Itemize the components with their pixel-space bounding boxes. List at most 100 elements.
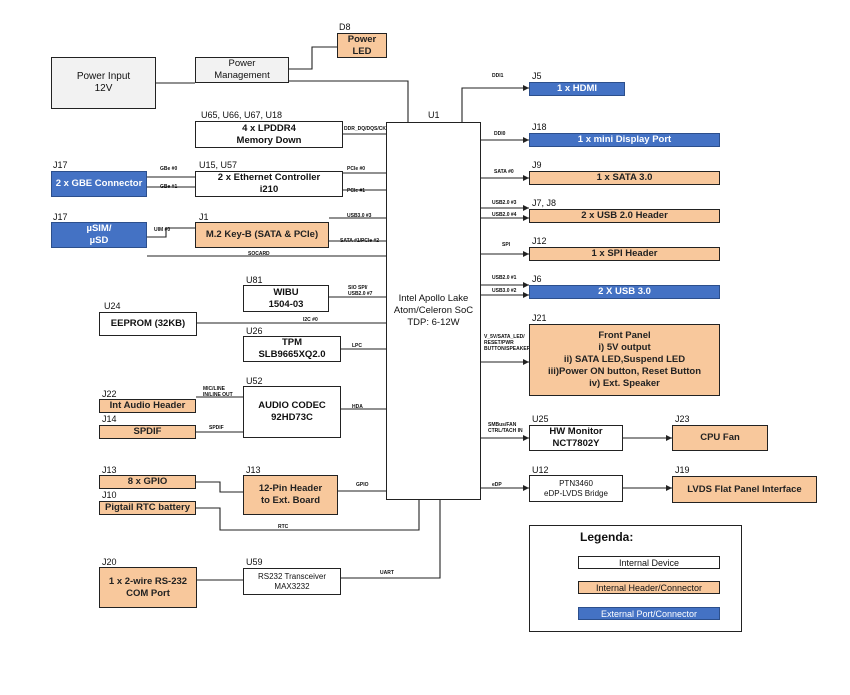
sig-gpio: GPIO: [356, 482, 369, 488]
power-input-line2: 12V: [94, 83, 113, 94]
front-panel-block: Front Panel i) 5V output ii) SATA LED,Su…: [529, 324, 720, 396]
power-input-line1: Power Input: [76, 71, 131, 82]
com-port-block: 1 x 2-wire RS-232 COM Port: [99, 567, 197, 608]
hwm-ref: U25: [532, 414, 549, 424]
spdif-label: SPDIF: [133, 426, 162, 437]
sig-sio-line1: SIO SPI/: [348, 285, 368, 291]
soc-line3: TDP: 6-12W: [407, 317, 460, 328]
mdp-label: 1 x mini Display Port: [577, 134, 672, 145]
ptn-ref: U12: [532, 465, 549, 475]
hdr12-line2: to Ext. Board: [260, 495, 321, 506]
fp-ref: J21: [532, 313, 547, 323]
memory-line2: Memory Down: [236, 134, 302, 146]
wibu-line2: 1504-03: [268, 298, 304, 310]
tpm-ref: U26: [246, 326, 263, 336]
legend-external-port: External Port/Connector: [578, 607, 720, 620]
edp-lvds-bridge-block: PTN3460 eDP-LVDS Bridge: [529, 475, 623, 502]
soc-line2: Atom/Celeron SoC: [393, 305, 474, 316]
wibu-block: WIBU 1504-03: [243, 285, 329, 312]
int-audio-header-block: Int Audio Header: [99, 399, 196, 413]
int-audio-label: Int Audio Header: [109, 400, 186, 411]
d8-ref: D8: [339, 22, 351, 32]
com-line2: COM Port: [126, 587, 170, 599]
usb2-header-block: 2 x USB 2.0 Header: [529, 209, 720, 223]
soc-ref: U1: [428, 110, 440, 120]
sig-pcie1: PCIe #1: [347, 188, 366, 194]
usb3-block: 2 X USB 3.0: [529, 285, 720, 299]
power-led-block: Power LED: [337, 33, 387, 58]
rs232-line1: RS232 Transceiver: [257, 571, 327, 581]
fp-line1: Front Panel: [598, 330, 651, 341]
sig-fp-line1: V_5V/SATA_LED/: [484, 334, 525, 340]
ethernet-line2: i210: [259, 184, 279, 195]
legend-title: Legenda:: [580, 530, 634, 544]
eeprom-label: EEPROM (32KB): [110, 318, 186, 329]
hwm-line1: HW Monitor: [549, 426, 603, 437]
power-led-line2: LED: [352, 45, 372, 57]
sata-block: 1 x SATA 3.0: [529, 171, 720, 185]
sig-hda: HDA: [352, 404, 363, 410]
gpio-ref: J13: [102, 465, 117, 475]
audio-codec-block: AUDIO CODEC 92HD73C: [243, 386, 341, 438]
memory-ref: U65, U66, U67, U18: [201, 110, 283, 120]
legend-internal-header: Internal Header/Connector: [578, 581, 720, 594]
usb3-ref: J6: [532, 274, 542, 284]
cpu-fan-block: CPU Fan: [672, 425, 768, 451]
sig-front-panel: V_5V/SATA_LED/ RESET/PWR BUTTON/SPEAKER: [484, 334, 530, 352]
sig-fp-line2: RESET/PWR: [484, 340, 514, 346]
codec-line2: 92HD73C: [271, 412, 313, 423]
gbe-ref: J17: [53, 160, 68, 170]
fan-ref: J23: [675, 414, 690, 424]
legend: Legenda: Internal Device Internal Header…: [529, 525, 742, 632]
soc-block: Intel Apollo Lake Atom/Celeron SoC TDP: …: [386, 122, 481, 500]
mini-displayport-block: 1 x mini Display Port: [529, 133, 720, 147]
power-management-line1: Power: [228, 58, 256, 69]
sig-spdif: SPDIF: [209, 425, 224, 431]
spi-header-block: 1 x SPI Header: [529, 247, 720, 261]
power-management-block: Power Management: [195, 57, 289, 83]
codec-line1: AUDIO CODEC: [258, 400, 326, 411]
gbe-connector-label: 2 x GBE Connector: [55, 178, 143, 189]
rtc-battery-block: Pigtail RTC battery: [99, 501, 196, 515]
sata-ref: J9: [532, 160, 542, 170]
audio-ref: J22: [102, 389, 117, 399]
wibu-line1: WIBU: [273, 286, 299, 298]
usb2-label: 2 x USB 2.0 Header: [581, 210, 668, 221]
sig-smbus-line1: SMBus/FAN: [488, 422, 517, 428]
rtc-ref: J10: [102, 490, 117, 500]
sig-i2c: I2C #0: [303, 317, 318, 323]
gpio-block: 8 x GPIO: [99, 475, 196, 489]
sig-sata0: SATA #0: [494, 169, 514, 175]
wibu-ref: U81: [246, 275, 263, 285]
sig-spi: SPI: [502, 242, 511, 248]
sig-socard: SOCARD: [248, 251, 270, 257]
com-ref: J20: [102, 557, 117, 567]
sig-usb2-4: USB2.0 #4: [492, 212, 517, 218]
power-management-line2: Management: [214, 70, 270, 81]
eth-ref: U15, U57: [199, 160, 238, 170]
usim-line1: µSIM/: [86, 223, 112, 234]
legend-internal-device: Internal Device: [578, 556, 720, 569]
tpm-line1: TPM: [281, 337, 303, 348]
lvds-ref: J19: [675, 465, 690, 475]
sig-mic-line1: MIC/LINE: [203, 386, 225, 392]
sig-usb2-1: USB2.0 #1: [492, 275, 517, 281]
ethernet-line1: 2 x Ethernet Controller: [217, 172, 321, 183]
sim-ref: J17: [53, 212, 68, 222]
sig-rtc: RTC: [278, 524, 289, 530]
usb2-ref: J7, J8: [532, 198, 557, 208]
rs232-ref: U59: [246, 557, 263, 567]
sig-usb3-2: USB3.0 #2: [492, 288, 517, 294]
sig-ddi1: DDI1: [492, 73, 504, 79]
rs232-transceiver-block: RS232 Transceiver MAX3232: [243, 568, 341, 595]
hdr12-ref: J13: [246, 465, 261, 475]
usim-line2: µSD: [89, 235, 109, 246]
sig-gbe0: GBe #0: [160, 166, 178, 172]
lvds-panel-block: LVDS Flat Panel Interface: [672, 476, 817, 503]
sig-usb2-3: USB2.0 #3: [492, 200, 517, 206]
eeprom-ref: U24: [104, 301, 121, 311]
12pin-header-block: 12-Pin Header to Ext. Board: [243, 475, 338, 515]
sig-ddr: DDR_DQ/DQS/CK: [344, 126, 386, 132]
sig-smbus: SMBus/FAN CTRL/TACH IN: [488, 422, 523, 434]
m2-keyb-block: M.2 Key-B (SATA & PCIe): [195, 222, 329, 248]
